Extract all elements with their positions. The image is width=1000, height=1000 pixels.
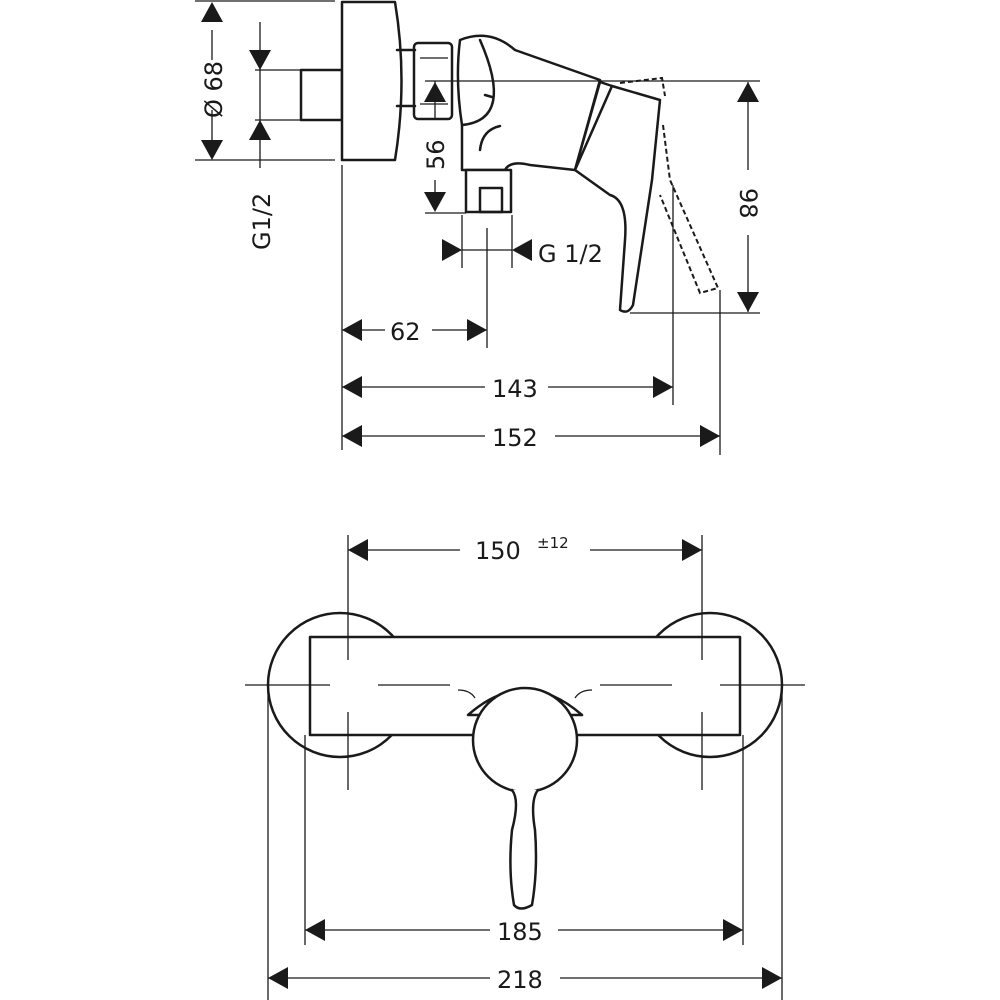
outlet-connector — [464, 168, 513, 214]
control-knob — [471, 686, 579, 794]
dim-height-outlet: 56 — [422, 139, 450, 170]
dim-depth-handle: 143 — [492, 375, 538, 403]
side-view: Ø 68 G1/2 56 98 G 1/2 — [195, 0, 762, 455]
dim-depth-total: 152 — [492, 424, 538, 452]
dim-depth-outlet: 62 — [390, 318, 421, 346]
dim-body-width: 185 — [497, 918, 543, 946]
wall-flange — [340, 0, 403, 162]
dim-total-width: 218 — [497, 966, 543, 994]
dim-centers: 150 — [475, 537, 521, 565]
inlet-pipe — [299, 68, 344, 122]
lever-front — [509, 788, 540, 910]
dim-thread-outlet: G 1/2 — [538, 240, 603, 268]
lever-handle-open-position — [619, 76, 720, 295]
front-view: 150 ±12 185 218 — [245, 534, 805, 1000]
mixer-body — [456, 34, 602, 172]
dim-diameter: Ø 68 — [200, 61, 228, 118]
dim-centers-tolerance: ±12 — [537, 534, 569, 552]
lever-handle — [573, 80, 662, 313]
dim-thread-inlet: G1/2 — [248, 193, 276, 250]
dim-height-handle: 98 — [734, 188, 762, 219]
